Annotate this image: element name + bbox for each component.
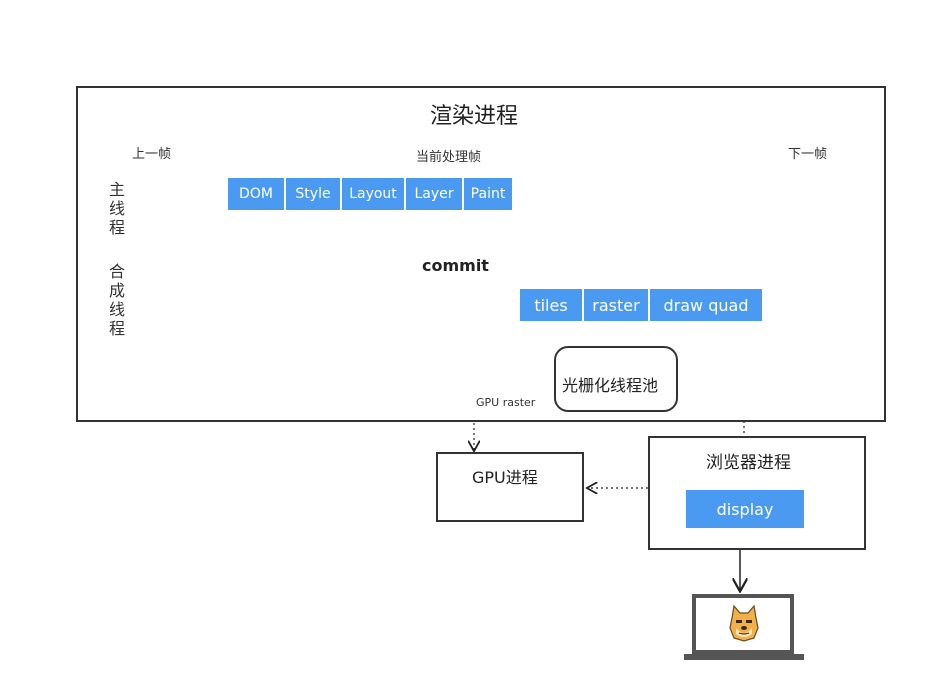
browser-process-label: 浏览器进程	[706, 453, 791, 473]
gpu-process-label: GPU进程	[472, 468, 538, 487]
step-paint: Paint	[464, 178, 512, 210]
raster-thread-pool-label: 光栅化线程池	[562, 372, 659, 396]
monitor-stand	[684, 654, 804, 660]
compositor-thread-label: 合成线程	[108, 262, 126, 338]
main-thread-label: 主线程	[108, 180, 126, 237]
step-layout: Layout	[342, 178, 404, 210]
monitor-icon	[692, 594, 794, 654]
prev-frame-label: 上一帧	[132, 147, 172, 162]
step-layer: Layer	[406, 178, 462, 210]
commit-label: commit	[422, 256, 489, 275]
step-dom: DOM	[228, 178, 284, 210]
step-tiles: tiles	[520, 289, 582, 321]
render-process-box	[76, 86, 886, 422]
current-frame-label: 当前处理帧	[414, 146, 484, 165]
gpu-process-box	[436, 452, 584, 522]
step-style: Style	[286, 178, 340, 210]
next-frame-label: 下一帧	[788, 147, 828, 162]
render-process-title: 渲染进程	[430, 104, 519, 129]
doge-face-icon	[728, 604, 760, 642]
gpu-raster-label: GPU raster	[476, 396, 536, 409]
main-thread-text: 主线程	[108, 180, 125, 237]
compositor-thread-text: 合成线程	[108, 262, 125, 338]
display-step: display	[686, 490, 804, 528]
step-raster: raster	[584, 289, 648, 321]
step-draw-quad: draw quad	[650, 289, 762, 321]
